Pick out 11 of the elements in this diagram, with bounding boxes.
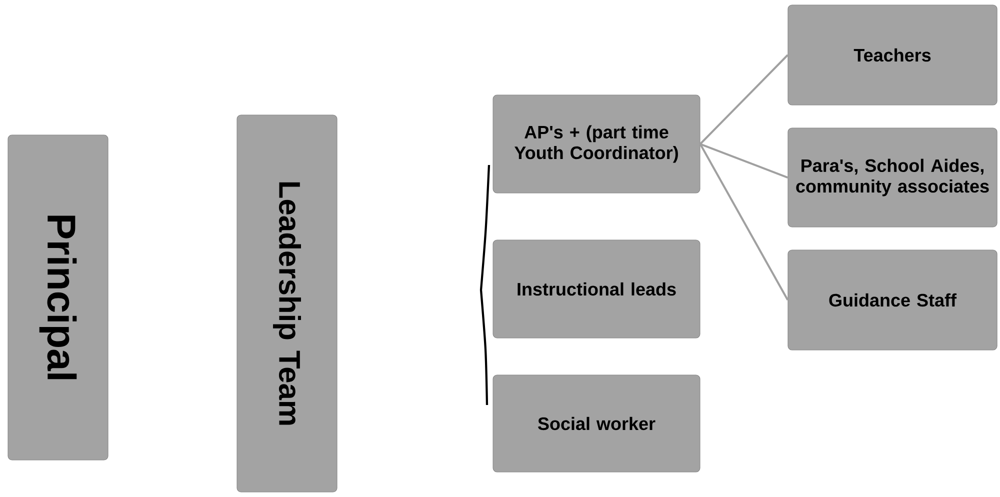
- org-box: Instructional leads: [492, 240, 700, 338]
- org-box: Para's, School Aides, community associates: [788, 128, 998, 228]
- connector-line: [700, 54, 788, 145]
- connector-line: [699, 144, 789, 300]
- org-box: Guidance Staff: [788, 250, 998, 350]
- org-box: Principal: [8, 134, 108, 460]
- org-box: Leadership Team: [236, 114, 338, 492]
- org-box: Social worker: [492, 374, 700, 472]
- org-box: AP's + (part time Youth Coordinator): [492, 94, 700, 194]
- org-box: Teachers: [788, 4, 998, 106]
- connector-line: [700, 143, 788, 178]
